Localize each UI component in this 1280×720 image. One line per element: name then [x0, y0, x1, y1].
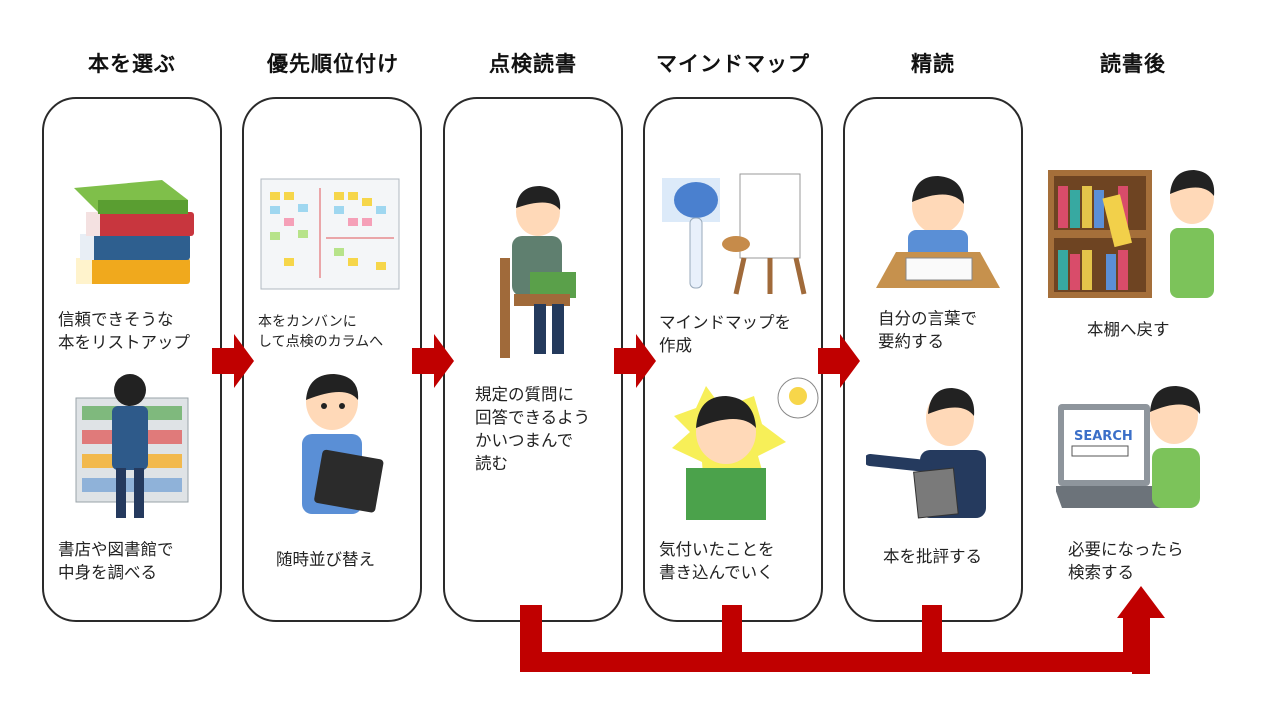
- step-card-inspect: [443, 97, 623, 622]
- arrow-right-icon: [818, 334, 860, 388]
- step-card-close-reading: [843, 97, 1023, 622]
- step2-caption-2: 随時並び替え: [276, 550, 375, 569]
- arrow-right-icon: [412, 334, 454, 388]
- step-title-prioritize: 優先順位付け: [267, 52, 399, 76]
- step-card-prioritize: [242, 97, 422, 622]
- step3-caption-1: 規定の質問に 回答できるよう かいつまんで 読む: [475, 385, 591, 473]
- step2-caption-1: 本をカンバンに して点検のカラムへ: [258, 314, 384, 350]
- person-browsing-shelf-icon: [75, 374, 189, 518]
- step4-caption-1: マインドマップを 作成: [659, 313, 791, 355]
- laptop-search-icon: SEARCH: [1056, 386, 1201, 508]
- bookshelf-return-icon: [1048, 170, 1215, 298]
- step5-caption-2: 本を批評する: [883, 547, 982, 566]
- step5-caption-1: 自分の言葉で 要約する: [878, 309, 977, 351]
- person-with-tablet-icon: [302, 374, 384, 514]
- step-title-close-reading: 精読: [911, 52, 955, 76]
- search-logo-text: SEARCH: [1074, 429, 1133, 444]
- step4-caption-2: 気付いたことを 書き込んでいく: [659, 540, 775, 582]
- step1-caption-2: 書店や図書館で 中身を調べる: [58, 540, 174, 582]
- kanban-board-icon: [260, 178, 400, 290]
- person-reading-chair-icon: [500, 186, 576, 358]
- step-title-after: 読書後: [1100, 52, 1166, 76]
- person-studying-desk-icon: [876, 176, 1000, 288]
- step-title-mindmap: マインドマップ: [656, 52, 810, 76]
- step-title-select: 本を選ぶ: [88, 52, 176, 76]
- step-title-inspect: 点検読書: [489, 52, 577, 76]
- step1-caption-1: 信頼できそうな 本をリストアップ: [58, 310, 190, 352]
- book-stack-icon: [74, 180, 194, 284]
- critic-pointing-icon: [866, 388, 986, 519]
- step6-caption-1: 本棚へ戻す: [1087, 320, 1170, 339]
- step6-caption-2: 必要になったら 検索する: [1068, 540, 1184, 582]
- arrow-right-icon: [614, 334, 656, 388]
- arrow-right-icon: [212, 334, 254, 388]
- return-connector-arrow: [520, 586, 1165, 674]
- idea-reader-icon: [672, 377, 819, 520]
- brain-painting-icon: [662, 173, 807, 295]
